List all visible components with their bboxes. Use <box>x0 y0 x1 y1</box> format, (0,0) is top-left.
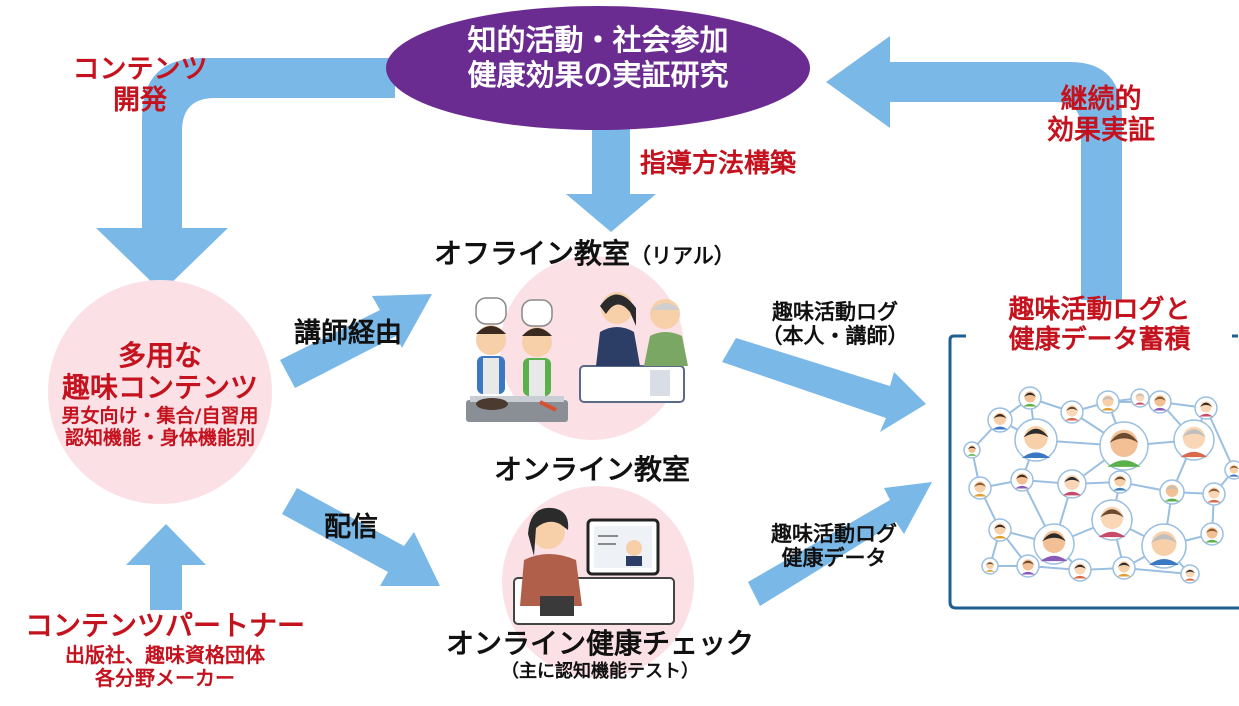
network-person <box>1060 400 1084 424</box>
offline-log-arrow <box>722 338 926 432</box>
offline-class-title: オフライン教室（リアル） <box>434 237 735 270</box>
network-person <box>1016 554 1040 578</box>
network-person <box>1173 419 1215 461</box>
online-check-label: オンライン健康チェック （主に認知機能テスト） <box>420 627 780 683</box>
offline-log-line-2: （本人・講師） <box>761 324 909 349</box>
partners-line-2: 出版社、趣味資格団体 <box>65 643 265 668</box>
network-person <box>1130 388 1150 408</box>
teaching-method-label: 指導方法構築 <box>640 149 797 179</box>
network-person <box>1108 470 1132 494</box>
network-person <box>1091 499 1133 541</box>
network-person <box>1180 564 1200 584</box>
online-log-line-2: 健康データ <box>781 546 887 571</box>
network-person <box>963 441 981 459</box>
research-line-2: 健康効果の実証研究 <box>467 58 729 93</box>
tutoring-illustration <box>579 292 688 403</box>
partners-title: コンテンツパートナー <box>24 609 305 642</box>
hobby-line-2: 趣味コンテンツ <box>61 371 258 405</box>
accumulation-line-1: 趣味活動ログと <box>1008 295 1191 325</box>
network-person <box>1194 396 1218 420</box>
online-check-subtitle: （主に認知機能テスト） <box>501 661 699 683</box>
network-person <box>1014 418 1058 462</box>
network-person <box>988 518 1012 542</box>
network-person <box>1096 390 1120 414</box>
network-panel-frame <box>948 334 1239 610</box>
instructor-via-label: 講師経由 <box>294 318 402 349</box>
continuous-label: 継続的 効果実証 <box>1016 84 1186 146</box>
network-person <box>1141 523 1187 569</box>
online-learning-illustration <box>513 507 675 625</box>
network-person <box>1057 469 1087 499</box>
accumulation-label: 趣味活動ログと 健康データ蓄積 <box>960 295 1239 356</box>
research-line-1: 知的活動・社会参加 <box>467 23 729 57</box>
partners-label: コンテンツパートナー 出版社、趣味資格団体 各分野メーカー <box>0 609 330 691</box>
network-person <box>987 407 1013 433</box>
hobby-contents-circle <box>48 280 272 504</box>
offline-class-label: オフライン教室 <box>434 237 631 270</box>
network-person <box>1033 523 1075 565</box>
offline-log-line-1: 趣味活動ログ <box>772 300 898 324</box>
online-log-arrow <box>748 482 932 606</box>
diagonal-arrows <box>280 294 932 606</box>
online-log-label: 趣味活動ログ 健康データ <box>744 522 924 570</box>
distribution-arrow <box>282 488 440 586</box>
hobby-line-3: 男女向け・集合/自習用 <box>61 405 259 428</box>
top-loop-arrows <box>96 36 1122 610</box>
continuous-effect-arrow <box>826 36 1122 300</box>
continuous-line-2: 効果実証 <box>1047 115 1155 147</box>
partner-arrow <box>126 524 206 610</box>
research-ellipse <box>386 6 810 130</box>
network-person <box>1202 482 1226 506</box>
content-dev-label: コンテンツ 開発 <box>40 54 240 116</box>
instructor-arrow <box>280 294 432 388</box>
content-dev-line-1: コンテンツ <box>72 54 208 85</box>
network-panel <box>948 334 1239 610</box>
network-person <box>1148 390 1172 414</box>
network-person <box>1224 460 1239 480</box>
teaching-method-arrow <box>566 128 656 232</box>
hobby-line-4: 認知機能・身体機能別 <box>64 427 255 450</box>
research-title: 知的活動・社会参加 健康効果の実証研究 <box>444 23 752 93</box>
continuous-line-1: 継続的 <box>1060 84 1142 115</box>
network-person <box>1200 522 1224 546</box>
hobby-contents-label: 多用な 趣味コンテンツ 男女向け・集合/自習用 認知機能・身体機能別 <box>30 339 290 450</box>
network-person <box>1159 479 1185 505</box>
cooking-class-illustration <box>466 297 568 422</box>
hobby-line-1: 多用な <box>117 339 202 372</box>
network-person <box>981 557 999 575</box>
online-log-line-1: 趣味活動ログ <box>771 522 897 546</box>
distribution-label: 配信 <box>324 512 378 543</box>
network-person <box>968 476 992 500</box>
social-network-illustration <box>963 386 1239 584</box>
content-dev-line-2: 開発 <box>113 85 167 117</box>
accumulation-line-2: 健康データ蓄積 <box>1008 324 1191 355</box>
network-person <box>1112 556 1136 580</box>
online-check-title: オンライン健康チェック <box>445 627 754 660</box>
network-person <box>1068 558 1092 582</box>
network-person <box>1099 421 1149 471</box>
content-dev-arrow <box>96 58 395 292</box>
online-class-title: オンライン教室 <box>494 453 691 486</box>
offline-log-label: 趣味活動ログ （本人・講師） <box>740 300 930 348</box>
network-person <box>1018 386 1042 410</box>
partners-line-3: 各分野メーカー <box>95 666 235 691</box>
offline-real-label: （リアル） <box>630 244 735 268</box>
network-person <box>1010 468 1034 492</box>
